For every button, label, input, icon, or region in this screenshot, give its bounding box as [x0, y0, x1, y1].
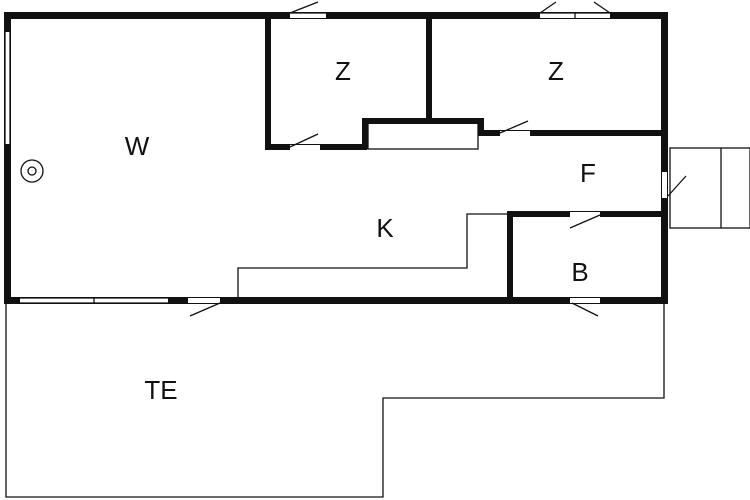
room-label-bedroom-2: Z [548, 56, 564, 86]
fireplace-stove-icon [20, 159, 44, 183]
room-label-bathroom: B [571, 257, 588, 287]
room-label-terrace: TE [144, 375, 177, 405]
room-label-hall: F [580, 158, 596, 188]
entrance-steps [669, 147, 750, 229]
room-label-bedroom-1: Z [335, 56, 351, 86]
door-swing-icon [188, 1, 687, 317]
room-label-kitchen: K [376, 213, 394, 243]
terrace-outline [5, 302, 665, 498]
kitchen-counter-line [237, 213, 508, 297]
cupboard [367, 121, 479, 150]
windows [4, 12, 610, 304]
room-label-living: W [125, 131, 150, 161]
